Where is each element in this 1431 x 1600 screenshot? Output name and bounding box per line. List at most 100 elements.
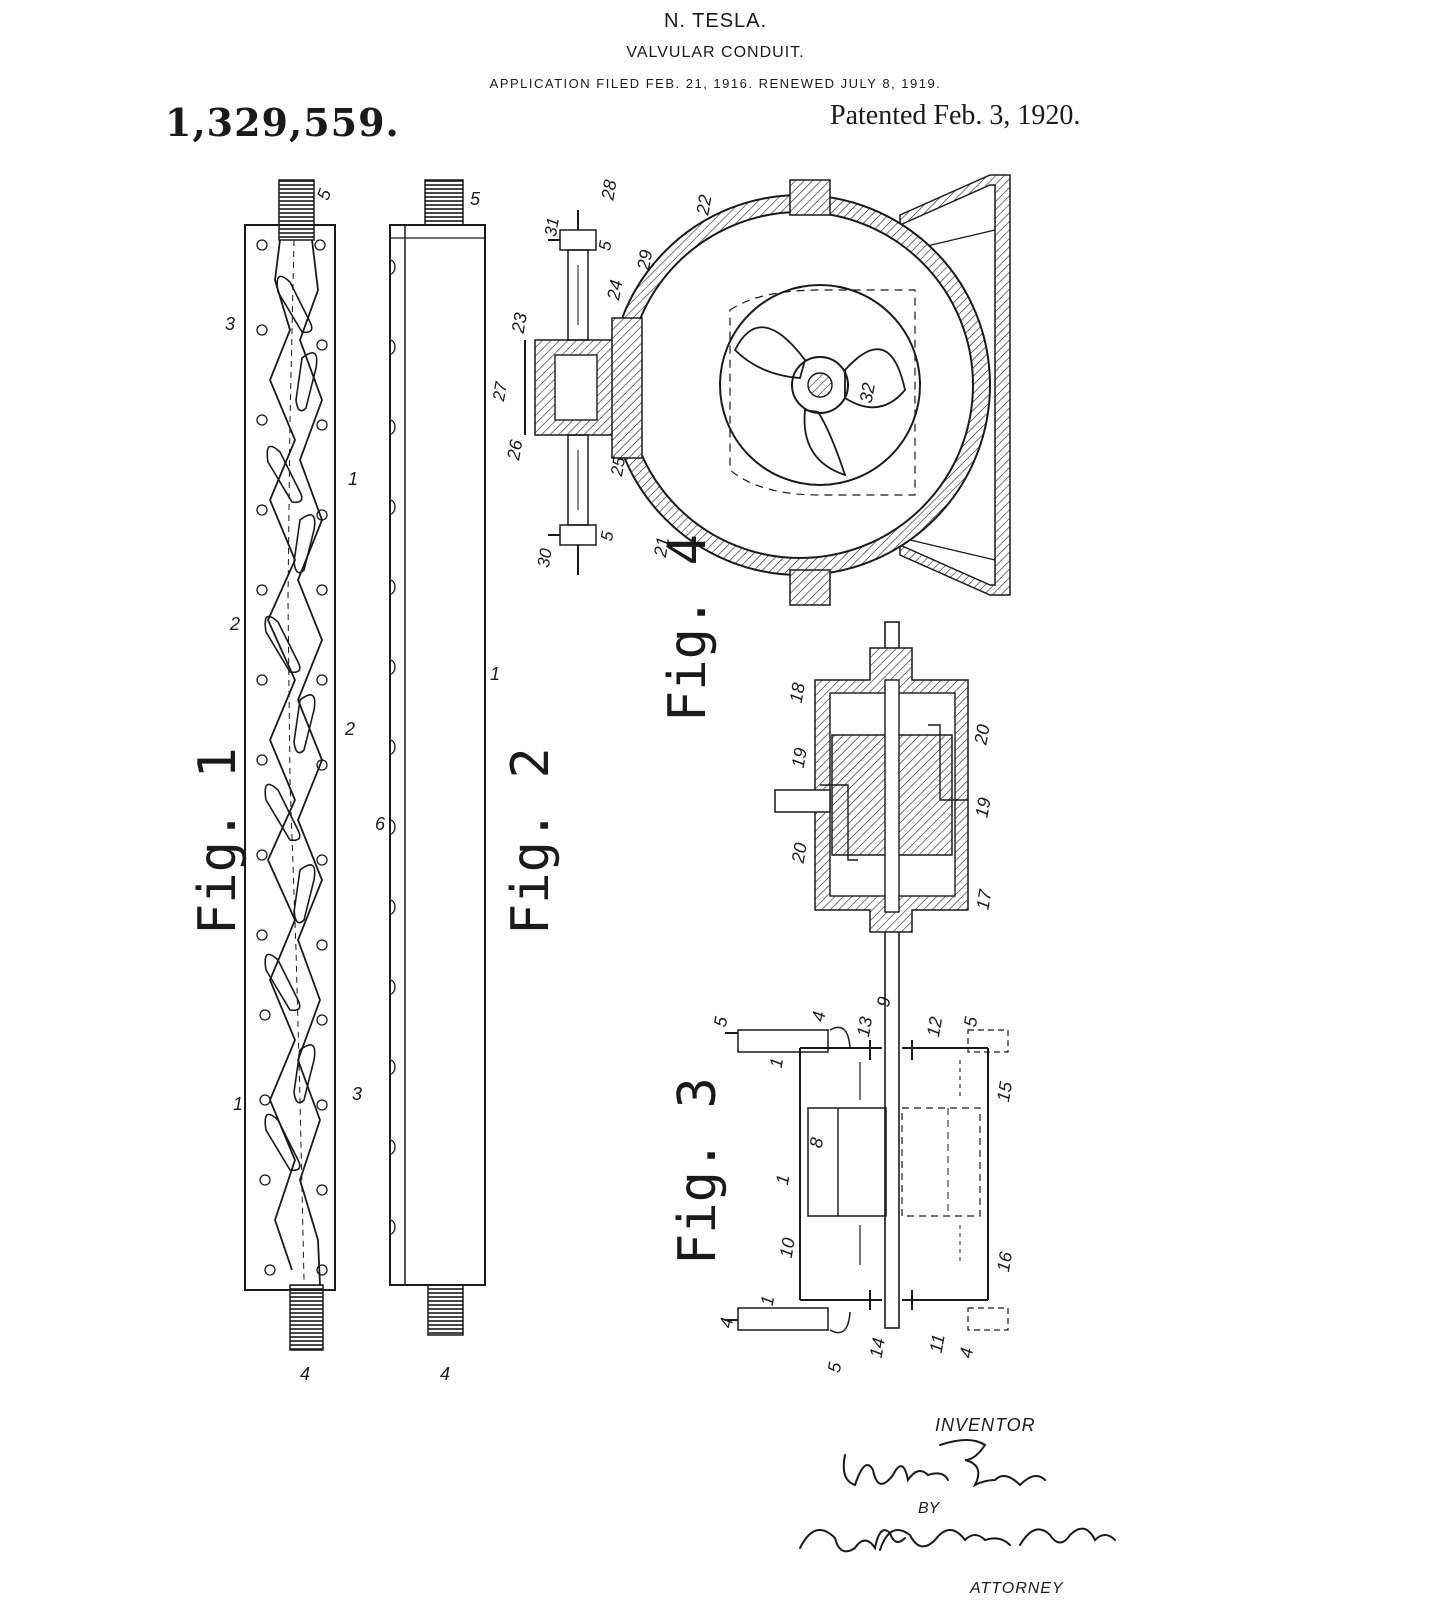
ref-2: 2 xyxy=(344,719,355,739)
patent-number: 1,329,559. xyxy=(165,100,400,145)
ref-29: 29 xyxy=(633,248,656,272)
ref-31: 31 xyxy=(541,216,563,238)
ref-1: 1 xyxy=(772,1173,793,1186)
ref-14: 14 xyxy=(866,1336,889,1359)
ref-16: 16 xyxy=(993,1249,1016,1273)
attorney-heading: ATTORNEY xyxy=(970,1580,1064,1597)
fig1-bolt-holes xyxy=(256,239,328,1276)
ref-4: 4 xyxy=(956,1346,977,1359)
fig4-port-block xyxy=(611,317,643,459)
ref-25: 25 xyxy=(607,455,629,478)
ref-12: 12 xyxy=(923,1015,946,1038)
ref-5: 5 xyxy=(470,189,481,209)
fig4-rotor-blade xyxy=(844,348,906,409)
fig3-conduit-lower-right xyxy=(967,1307,1009,1331)
fig2-thread-bottom xyxy=(427,1284,464,1336)
fig2-thread-top xyxy=(424,179,464,226)
ref-32: 32 xyxy=(856,381,879,404)
ref-11: 11 xyxy=(926,1333,949,1355)
ref-5: 5 xyxy=(313,186,336,203)
fig4-valve-30 xyxy=(559,524,597,546)
patent-title: VALVULAR CONDUIT. xyxy=(626,44,805,61)
ref-3: 3 xyxy=(225,314,235,334)
ref-2: 2 xyxy=(229,614,240,634)
fig1-thread-bottom xyxy=(289,1284,324,1351)
ref-26: 26 xyxy=(503,437,527,462)
ref-28: 28 xyxy=(597,178,620,202)
ref-5: 5 xyxy=(960,1014,982,1028)
ref-23: 23 xyxy=(508,311,531,335)
ref-5: 5 xyxy=(595,239,615,252)
fig1-lobe xyxy=(293,864,316,924)
fig4-rotor-hub xyxy=(791,356,849,414)
ref-1: 1 xyxy=(348,469,358,489)
ref-5: 5 xyxy=(824,1360,846,1374)
fig1-lobe xyxy=(266,445,303,504)
ref-5: 5 xyxy=(597,529,617,542)
ref-13: 13 xyxy=(853,1015,876,1038)
ref-17: 17 xyxy=(972,887,995,911)
fig1-lobe xyxy=(293,1044,316,1104)
fig3-caption: Fig. 3 xyxy=(668,1077,728,1265)
fig3-chamber-8 xyxy=(807,1107,887,1217)
ref-20: 20 xyxy=(788,841,811,865)
fig1-caption: Fig. 1 xyxy=(188,747,248,935)
fig3-shaft xyxy=(884,621,900,1329)
ref-1: 1 xyxy=(233,1094,243,1114)
fig4-casing-inner xyxy=(626,211,974,559)
patented-date: Patented Feb. 3, 1920. xyxy=(830,100,1081,131)
ref-30: 30 xyxy=(534,546,556,568)
fig1-lobe xyxy=(295,352,318,412)
fig1-lobe xyxy=(264,615,301,674)
inventor-name: N. TESLA. xyxy=(663,10,768,32)
ref-20: 20 xyxy=(970,723,993,747)
ref-5: 5 xyxy=(710,1014,732,1028)
fig4-valve-31 xyxy=(559,229,597,251)
fig3-port-19-left xyxy=(820,784,858,861)
fig3-conduit-lower-left xyxy=(737,1307,829,1331)
fig1-thread-top xyxy=(278,179,315,241)
figure-1-conduit-plan: 5 3 1 2 2 3 1 4 Fig. 1 xyxy=(188,179,362,1384)
fig1-lobe xyxy=(264,1113,301,1172)
fig4-dashed-chamber xyxy=(729,289,916,496)
fig2-caption: Fig. 2 xyxy=(501,747,561,935)
ref-1: 1 xyxy=(490,664,500,684)
fig1-lobe xyxy=(276,275,313,334)
ref-18: 18 xyxy=(786,681,809,704)
ref-4: 4 xyxy=(300,1364,310,1384)
fig4-flange-top xyxy=(789,179,831,216)
ref-9: 9 xyxy=(873,995,894,1008)
fig1-lobe xyxy=(293,514,316,574)
fig3-port-19-right xyxy=(928,724,968,801)
fig1-flow-path xyxy=(287,239,305,1281)
ref-15: 15 xyxy=(993,1079,1016,1103)
ref-1: 1 xyxy=(766,1056,787,1069)
ref-27: 27 xyxy=(489,380,511,403)
fig4-rotor-disc xyxy=(719,284,921,486)
ref-1: 1 xyxy=(757,1294,778,1307)
application-dates: APPLICATION FILED FEB. 21, 1916. RENEWED… xyxy=(489,76,942,91)
by-label: BY xyxy=(918,1500,940,1517)
fig2-bolt-heads xyxy=(389,259,396,1235)
fig2-body xyxy=(389,224,486,1286)
ref-4: 4 xyxy=(440,1364,450,1384)
ref-24: 24 xyxy=(603,278,626,302)
fig4-valve-chamber xyxy=(554,354,598,421)
figure-2-conduit-side: 5 1 6 4 Fig. 2 xyxy=(375,179,561,1384)
fig4-rotor-blade xyxy=(733,326,806,379)
fig1-lobe xyxy=(264,783,301,842)
ref-3: 3 xyxy=(352,1084,362,1104)
ref-21: 21 xyxy=(650,535,673,559)
fig3-chamber-15 xyxy=(901,1107,981,1217)
fig3-conduit-upper-right xyxy=(967,1029,1009,1053)
fig4-rotor-blade xyxy=(803,408,847,477)
ref-6: 6 xyxy=(375,814,386,834)
ref-22: 22 xyxy=(692,193,715,217)
fig4-caption: Fig. 4 xyxy=(658,534,718,722)
ref-8: 8 xyxy=(806,1136,827,1149)
attorney-signature xyxy=(799,1527,1116,1553)
figure-3-piston-apparatus: 18 20 19 19 20 17 9 13 xyxy=(668,621,1016,1374)
ref-4: 4 xyxy=(808,1010,829,1023)
ref-19: 19 xyxy=(971,796,994,819)
